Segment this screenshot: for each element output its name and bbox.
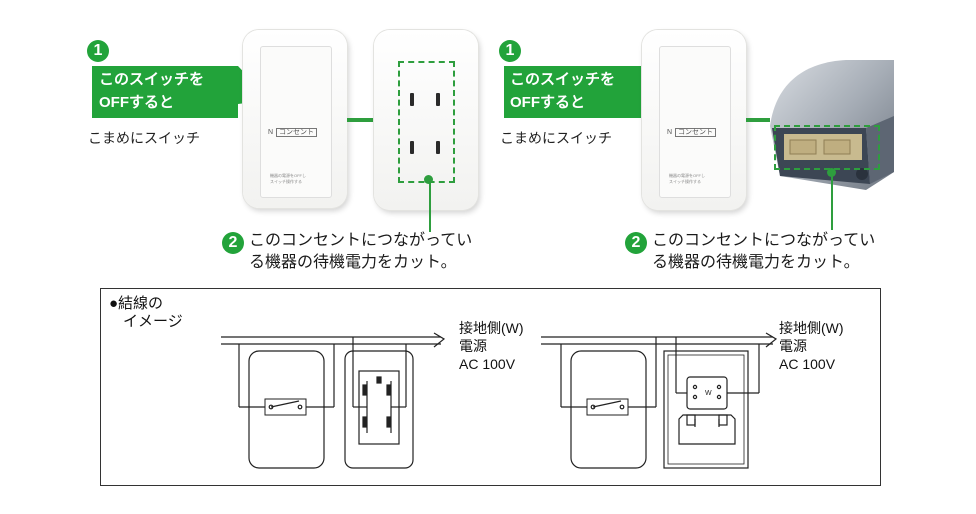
- caption-komame: こまめにスイッチ: [88, 130, 200, 146]
- caption-komame: こまめにスイッチ: [500, 130, 612, 146]
- terminal-w-label: W: [705, 390, 712, 397]
- leader-dot: [827, 168, 836, 177]
- step1-text: このスイッチを OFFすると: [99, 71, 205, 111]
- step2-number-badge: 2: [625, 232, 647, 254]
- step2-text: このコンセントにつながってい る機器の待機電力をカット。: [249, 232, 473, 271]
- outlet-slot: [436, 93, 440, 106]
- outlet-highlight: [398, 61, 455, 183]
- outlet-slot: [436, 141, 440, 154]
- connector-line: [347, 118, 375, 122]
- leader-line: [831, 172, 833, 230]
- leader-line: [429, 178, 431, 232]
- switch-note: 機器の電源をOFFし スイッチ操作する: [669, 173, 705, 184]
- power-label: 接地側(W) 電源 AC 100V: [459, 320, 524, 372]
- step2-text: このコンセントにつながってい る機器の待機電力をカット。: [652, 232, 876, 271]
- outlet-highlight: [774, 125, 880, 170]
- step2-number-badge: 2: [222, 232, 244, 254]
- step1-bubble: [504, 66, 676, 118]
- step1-bubble: [92, 66, 270, 118]
- power-label: 接地側(W) 電源 AC 100V: [779, 320, 844, 372]
- connector-line: [746, 118, 770, 122]
- step1-number-badge: 1: [499, 40, 521, 62]
- wiring-diagram-frame: ●結線の イメージ 接地側(W) 電源 AC 100V 接地側(W) 電源 AC…: [100, 288, 881, 486]
- step1-text: このスイッチを OFFすると: [510, 71, 616, 111]
- outlet-slot: [410, 93, 414, 106]
- leader-dot: [424, 175, 433, 184]
- outlet-slot: [410, 141, 414, 154]
- wiring-drawing: W: [221, 332, 778, 469]
- switch-note: 機器の電源をOFFし スイッチ操作する: [270, 173, 306, 184]
- diagram-title: ●結線の イメージ: [109, 295, 183, 330]
- step1-number-badge: 1: [87, 40, 109, 62]
